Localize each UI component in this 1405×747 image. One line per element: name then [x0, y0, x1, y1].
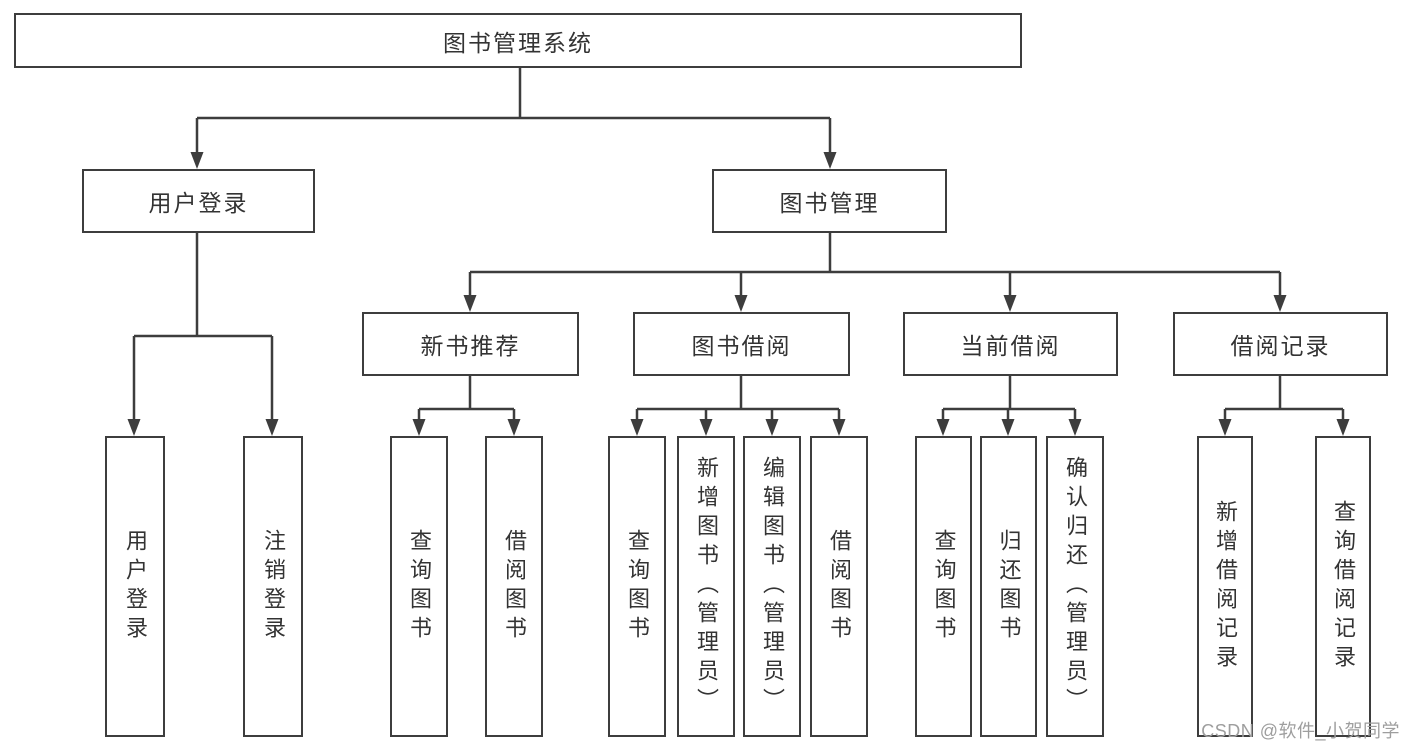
node-library-management-system: 图书管理系统 [14, 13, 1022, 68]
node-label: 注销登录 [261, 528, 286, 645]
node-label: 查询图书 [407, 528, 432, 645]
node-label: 图书管理 [779, 190, 880, 216]
leaf-return-books: 归还图书 [980, 436, 1037, 737]
connector-user-login-branch [127, 233, 279, 436]
node-label: 查询借阅记录 [1331, 499, 1356, 674]
node-label: 确认归还（管理员） [1063, 456, 1088, 717]
node-book-management: 图书管理 [712, 169, 947, 233]
node-label: 借阅图书 [827, 528, 852, 645]
node-borrowing-records: 借阅记录 [1173, 312, 1388, 376]
leaf-add-books-admin: 新增图书（管理员） [677, 436, 735, 737]
node-new-book-recommendation: 新书推荐 [362, 312, 579, 376]
node-label: 查询图书 [931, 528, 957, 645]
node-label: 图书借阅 [691, 333, 792, 359]
node-current-borrowing: 当前借阅 [903, 312, 1118, 376]
node-label: 图书管理系统 [443, 29, 593, 56]
leaf-add-borrowing-record: 新增借阅记录 [1197, 436, 1253, 737]
leaf-query-books-borrowing: 查询图书 [608, 436, 666, 737]
leaf-query-books-current: 查询图书 [915, 436, 972, 737]
node-label: 用户登录 [123, 528, 148, 645]
leaf-logout: 注销登录 [243, 436, 303, 737]
node-user-login: 用户登录 [82, 169, 315, 233]
connector-current-borrowing-branch [936, 376, 1082, 436]
node-label: 新增图书（管理员） [694, 456, 719, 717]
connector-book-management-branch [463, 233, 1287, 312]
node-label: 用户登录 [148, 190, 249, 216]
node-label: 当前借阅 [960, 333, 1061, 359]
connector-borrowing-records-branch [1218, 376, 1350, 436]
node-label: 借阅记录 [1230, 333, 1331, 359]
csdn-watermark: CSDN @软件_小贺同学 [1201, 721, 1400, 741]
leaf-confirm-return-admin: 确认归还（管理员） [1046, 436, 1104, 737]
connector-root-branch [190, 68, 837, 169]
node-label: 新书推荐 [420, 333, 521, 359]
leaf-borrow-books-borrowing: 借阅图书 [810, 436, 868, 737]
leaf-user-login: 用户登录 [105, 436, 165, 737]
leaf-edit-books-admin: 编辑图书（管理员） [743, 436, 801, 737]
leaf-query-borrowing-record: 查询借阅记录 [1315, 436, 1371, 737]
node-label: 编辑图书（管理员） [760, 456, 785, 717]
node-book-borrowing: 图书借阅 [633, 312, 850, 376]
node-label: 归还图书 [996, 528, 1022, 645]
node-label: 新增借阅记录 [1213, 499, 1238, 674]
node-label: 借阅图书 [502, 528, 527, 645]
connector-new-book-branch [412, 376, 521, 436]
leaf-borrow-books-recommend: 借阅图书 [485, 436, 543, 737]
node-label: 查询图书 [625, 528, 650, 645]
connector-book-borrowing-branch [630, 376, 846, 436]
leaf-query-books-recommend: 查询图书 [390, 436, 448, 737]
